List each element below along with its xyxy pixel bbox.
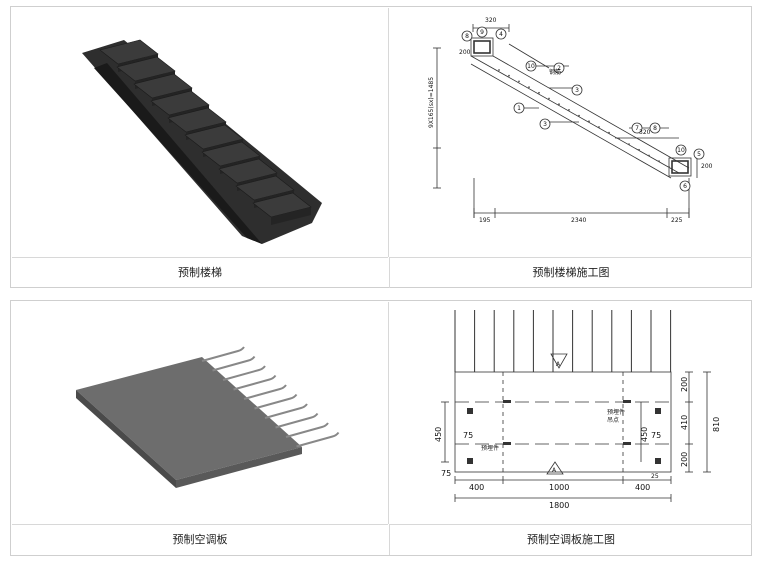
caption-precast-stair-drawing: 预制楼梯施工图 [389,257,752,288]
callout-2: 2 [557,65,561,72]
precast-stair-render [12,8,388,257]
dim-1800: 1800 [549,501,569,510]
dim-75-right: 75 [651,431,661,440]
section-mark-bottom: A [552,467,557,474]
callout-8: 8 [465,33,469,40]
dim-left-small: 200 [459,49,471,56]
caption-precast-stair: 预制楼梯 [12,257,388,288]
callout-1: 1 [517,105,521,112]
dim-400-right: 400 [635,483,650,492]
callout-10b: 10 [677,147,685,154]
precast-ac-slab-render [12,302,388,524]
note-embedded-right: 预埋件 [607,408,625,416]
dim-top: 320 [485,17,497,24]
caption-precast-ac-slab-drawing: 预制空调板施工图 [389,524,752,555]
dim-75-bottom: 75 [441,469,451,478]
dim-1000: 1000 [549,483,569,492]
dim-75-left: 75 [463,431,473,440]
callout-5: 5 [697,151,701,158]
callout-6: 6 [683,183,687,190]
dim-left-vertical: 9X165(sx)=1485 [428,77,435,128]
dim-right: 320 [639,129,651,136]
dim-25: 25 [651,473,659,480]
ac-slab-construction-drawing: 450 450 75 75 75 400 1000 400 1800 200 4… [434,310,721,510]
stair-3d-image [82,39,322,244]
dim-bottom-mid: 2340 [571,217,586,224]
note-steel: 钢筋 [549,68,561,76]
callout-10: 10 [527,63,535,70]
section-mark-top: A [556,361,561,368]
precast-stair-drawing: 8 9 4 10 2 3 1 3 7 8 10 5 6 320 320 200 … [389,8,751,257]
precast-ac-slab-drawing: 450 450 75 75 75 400 1000 400 1800 200 4… [389,302,751,524]
dim-200-bottom: 200 [680,452,689,467]
dim-450-left: 450 [434,427,443,442]
dim-810: 810 [712,417,721,432]
callout-3a: 3 [575,87,579,94]
dim-bottom-right: 225 [671,217,683,224]
dim-right-small: 200 [701,163,713,170]
caption-precast-ac-slab: 预制空调板 [12,524,388,555]
note-embedded-left: 预埋件 [481,444,499,452]
dim-bottom-left: 195 [479,217,491,224]
callout-9: 9 [480,29,484,36]
bottom-panel: 450 450 75 75 75 400 1000 400 1800 200 4… [10,300,752,556]
dim-410: 410 [680,415,689,430]
dim-200-top: 200 [680,377,689,392]
note-lifting-point: 吊点 [607,416,619,424]
callout-4: 4 [499,31,503,38]
dim-450-right: 450 [640,427,649,442]
callout-3b: 3 [543,121,547,128]
ac-slab-3d-image [76,346,340,488]
stair-construction-drawing: 8 9 4 10 2 3 1 3 7 8 10 5 6 320 320 200 … [428,17,713,224]
top-panel: 8 9 4 10 2 3 1 3 7 8 10 5 6 320 320 200 … [10,6,752,288]
callout-7: 7 [635,125,639,132]
dim-400-left: 400 [469,483,484,492]
callout-8b: 8 [653,125,657,132]
